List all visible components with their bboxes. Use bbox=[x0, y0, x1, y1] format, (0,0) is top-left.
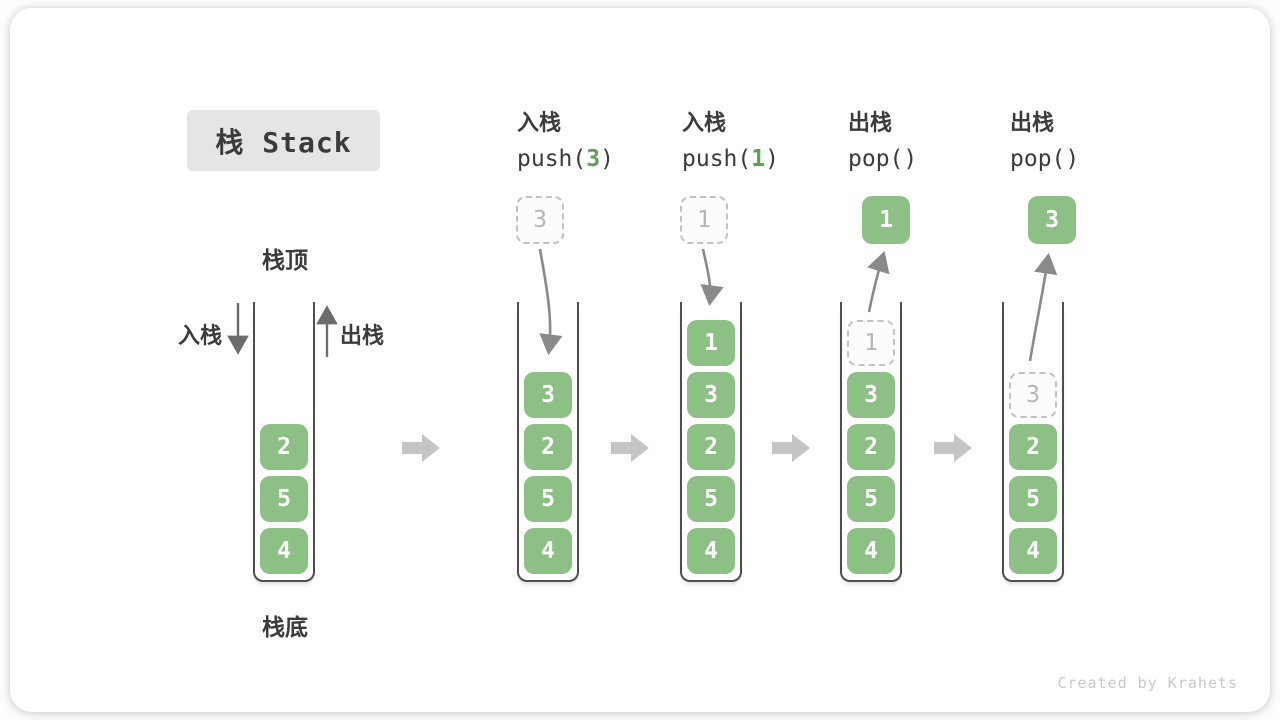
push-argument: 1 bbox=[751, 146, 766, 172]
stack-item: 4 bbox=[260, 528, 308, 574]
operation-code: pop() bbox=[848, 146, 918, 172]
flow-arrow-icon bbox=[402, 434, 440, 462]
push-side-label: 入栈 bbox=[177, 323, 222, 348]
stack-item: 3 bbox=[687, 372, 735, 418]
popped-value-box: 3 bbox=[1028, 196, 1076, 244]
push-argument: 3 bbox=[586, 146, 601, 172]
stack-item: 4 bbox=[524, 528, 572, 574]
stack-item: 2 bbox=[687, 424, 735, 470]
stack-item: 3 bbox=[524, 372, 572, 418]
incoming-value-box: 1 bbox=[680, 196, 728, 244]
stack-item: 5 bbox=[524, 476, 572, 522]
stack-after-pop-1: 1 3 2 5 4 bbox=[840, 302, 902, 582]
operation-name: 出栈 bbox=[1010, 110, 1055, 135]
stack-item: 2 bbox=[847, 424, 895, 470]
stack-after-push-1: 1 3 2 5 4 bbox=[680, 302, 742, 582]
pop-side-label: 出栈 bbox=[340, 323, 385, 348]
stack-item: 3 bbox=[847, 372, 895, 418]
operation-name: 入栈 bbox=[682, 110, 727, 135]
flow-arrow-icon bbox=[772, 434, 810, 462]
stack-item: 5 bbox=[847, 476, 895, 522]
popped-value-box: 1 bbox=[862, 196, 910, 244]
stack-item: 2 bbox=[524, 424, 572, 470]
operation-label-push-3: 入栈 push(3) bbox=[517, 105, 677, 172]
stack-item: 1 bbox=[687, 320, 735, 366]
watermark: Created by Krahets bbox=[1057, 674, 1238, 692]
stack-item: 5 bbox=[687, 476, 735, 522]
operation-name: 入栈 bbox=[517, 110, 562, 135]
operation-label-pop-3: 出栈 pop() bbox=[1010, 105, 1170, 172]
stack-bottom-label: 栈底 bbox=[262, 614, 308, 640]
stack-item: 2 bbox=[260, 424, 308, 470]
flow-arrow-icon bbox=[934, 434, 972, 462]
operation-label-push-1: 入栈 push(1) bbox=[682, 105, 842, 172]
stack-item: 4 bbox=[847, 528, 895, 574]
stack-item: 4 bbox=[687, 528, 735, 574]
stack-item-removed: 3 bbox=[1009, 372, 1057, 418]
stack-item: 5 bbox=[260, 476, 308, 522]
incoming-value-box: 3 bbox=[516, 196, 564, 244]
stack-item-removed: 1 bbox=[847, 320, 895, 366]
stack-item: 4 bbox=[1009, 528, 1057, 574]
stack-item: 5 bbox=[1009, 476, 1057, 522]
operation-name: 出栈 bbox=[848, 110, 893, 135]
stack-item: 2 bbox=[1009, 424, 1057, 470]
stack-after-pop-3: 3 2 5 4 bbox=[1002, 302, 1064, 582]
operation-label-pop-1: 出栈 pop() bbox=[848, 105, 1008, 172]
push-1-curve-arrow-icon bbox=[700, 248, 724, 307]
stack-initial: 2 5 4 bbox=[253, 302, 315, 582]
stack-top-label: 栈顶 bbox=[262, 247, 308, 273]
operation-code: push(1) bbox=[682, 146, 779, 172]
flow-arrow-icon bbox=[611, 434, 649, 462]
title-badge: 栈 Stack bbox=[187, 110, 380, 171]
title-text: 栈 Stack bbox=[215, 125, 352, 159]
operation-code: push(3) bbox=[517, 146, 614, 172]
stack-after-push-3: 3 2 5 4 bbox=[517, 302, 579, 582]
operation-code: pop() bbox=[1010, 146, 1080, 172]
